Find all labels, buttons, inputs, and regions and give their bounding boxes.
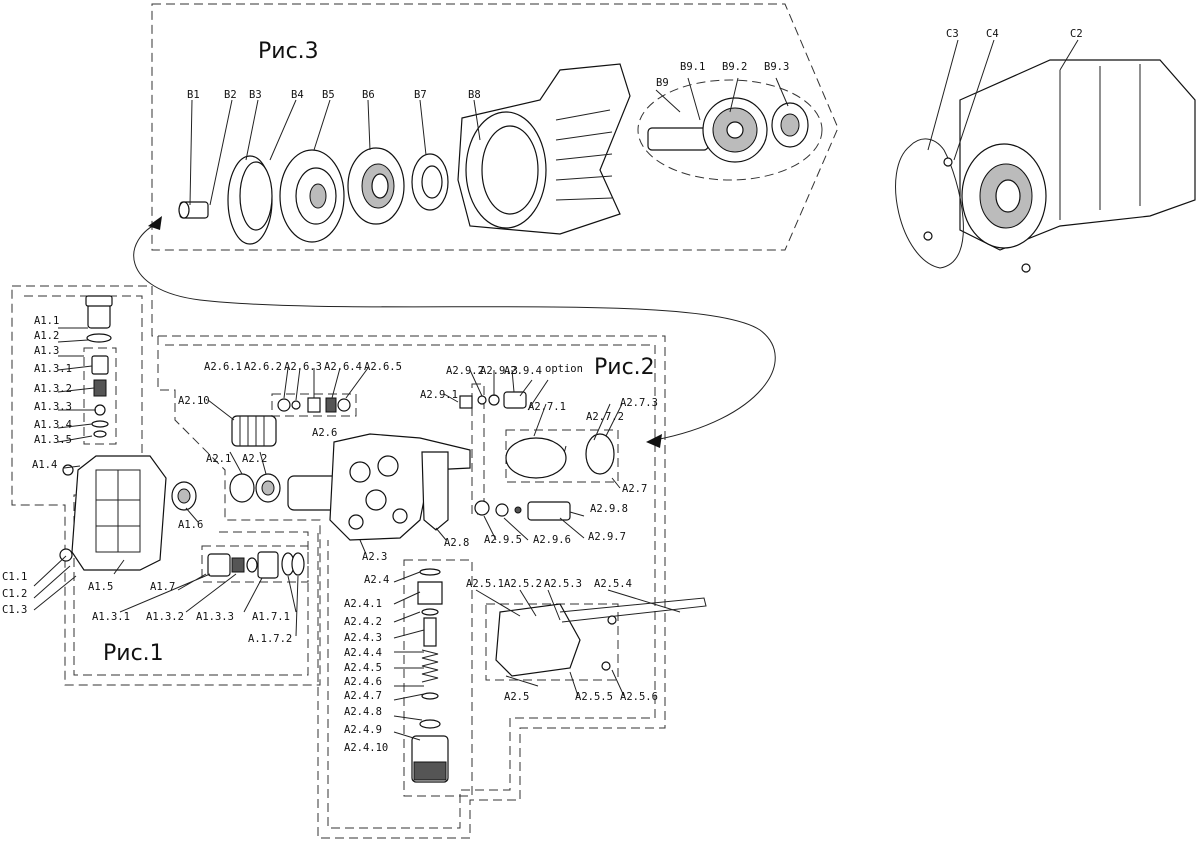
label-A2-3: A2.3: [362, 551, 387, 563]
label-A2-2: A2.2: [242, 453, 267, 465]
label-B3: B3: [249, 89, 262, 101]
fig1-title: Рис.1: [103, 641, 164, 666]
label-C1-3: C1.3: [2, 604, 27, 616]
fig1-parts: [59, 295, 309, 583]
label-B6: B6: [362, 89, 375, 101]
label-A2-6-2: A2.6.2: [244, 361, 282, 373]
label-A2-5-2: A2.5.2: [504, 578, 542, 590]
label-A2-9-8: A2.9.8: [590, 503, 628, 515]
label-A1-1: A1.1: [34, 315, 59, 327]
label-A2-7-1: A2.7.1: [528, 401, 566, 413]
label-A1-6: A1.6: [178, 519, 203, 531]
label-B5: B5: [322, 89, 335, 101]
label-A2-4-4: A2.4.4: [344, 647, 382, 659]
label-C3: C3: [946, 28, 959, 40]
connector-arrow: [133, 221, 776, 441]
label-A2-9-5: A2.9.5: [484, 534, 522, 546]
label-A2-6: A2.6: [312, 427, 337, 439]
label-A2-5: A2.5: [504, 691, 529, 703]
label-A2-7: A2.7: [622, 483, 647, 495]
leader-lines: [33, 39, 1079, 741]
label-A2-4-7: A2.4.7: [344, 690, 382, 702]
label-A2-5-6: A2.5.6: [620, 691, 658, 703]
label-A1-7: A1.7: [150, 581, 175, 593]
label-option: option: [545, 363, 583, 375]
label-A2-4-5: A2.4.5: [344, 662, 382, 674]
label-A2-1: A2.1: [206, 453, 231, 465]
label-B9-1: B9.1: [680, 61, 705, 73]
label-A1-3-3b: A1.3.3: [196, 611, 234, 623]
label-A2-9-4: A2.9.4: [504, 365, 542, 377]
label-A1-2: A1.2: [34, 330, 59, 342]
label-C1-2: C1.2: [2, 588, 27, 600]
label-C2: C2: [1070, 28, 1083, 40]
arrow-head-right: [646, 434, 662, 448]
label-A2-4-8: A2.4.8: [344, 706, 382, 718]
fig2-inner-boundary: [165, 344, 656, 829]
label-A1-3-2: A1.3.2: [34, 383, 72, 395]
label-A2-4: A2.4: [364, 574, 389, 586]
fig2-parts: [229, 383, 707, 797]
label-B9-3: B9.3: [764, 61, 789, 73]
label-A2-6-4: A2.6.4: [324, 361, 362, 373]
label-A1-3-1b: A1.3.1: [92, 611, 130, 623]
label-A2-5-5: A2.5.5: [575, 691, 613, 703]
label-A2-6-1: A2.6.1: [204, 361, 242, 373]
label-A2-10: A2.10: [178, 395, 210, 407]
label-B8: B8: [468, 89, 481, 101]
label-A2-4-6: A2.4.6: [344, 676, 382, 688]
label-B2: B2: [224, 89, 237, 101]
motor-assembly: [895, 59, 1196, 273]
label-A1-3: A1.3: [34, 345, 59, 357]
label-A2-9-1: A2.9.1: [420, 389, 458, 401]
label-A1-3-5: A1.3.5: [34, 434, 72, 446]
part-labels: B1 B2 B3 B4 B5 B6 B7 B8 B9 B9.1 B9.2 B9.…: [2, 28, 1083, 754]
label-A1-3-4: A1.3.4: [34, 419, 72, 431]
label-C4: C4: [986, 28, 999, 40]
label-A2-9-6: A2.9.6: [533, 534, 571, 546]
label-A1-7-1: A1.7.1: [252, 611, 290, 623]
label-A2-9-7: A2.9.7: [588, 531, 626, 543]
label-A2-4-3: A2.4.3: [344, 632, 382, 644]
label-B9: B9: [656, 77, 669, 89]
label-A1-4: A1.4: [32, 459, 57, 471]
label-A2-4-10: A2.4.10: [344, 742, 388, 754]
label-B4: B4: [291, 89, 304, 101]
label-A1-5: A1.5: [88, 581, 113, 593]
label-A2-7-2: A2.7.2: [586, 411, 624, 423]
label-B1: B1: [187, 89, 200, 101]
label-A1-3-3: A1.3.3: [34, 401, 72, 413]
label-A2-4-1: A2.4.1: [344, 598, 382, 610]
label-B9-2: B9.2: [722, 61, 747, 73]
fig2-boundary: [158, 335, 666, 839]
label-A1-7-2: A.1.7.2: [248, 633, 292, 645]
fig2-title: Рис.2: [594, 355, 655, 380]
label-A2-7-3: A2.7.3: [620, 397, 658, 409]
label-C1-1: C1.1: [2, 571, 27, 583]
label-A2-5-3: A2.5.3: [544, 578, 582, 590]
label-A2-9-3: A2.9.3: [480, 365, 518, 377]
label-A2-5-1: A2.5.1: [466, 578, 504, 590]
label-A1-3-1: A1.3.1: [34, 363, 72, 375]
label-A2-4-9: A2.4.9: [344, 724, 382, 736]
fig3-parts: [178, 63, 823, 245]
label-A2-8: A2.8: [444, 537, 469, 549]
label-A2-5-4: A2.5.4: [594, 578, 632, 590]
label-A2-9-2: A2.9.2: [446, 365, 484, 377]
label-A2-6-3: A2.6.3: [284, 361, 322, 373]
fig1-boundary: [11, 285, 321, 686]
label-A2-4-2: A2.4.2: [344, 616, 382, 628]
label-A2-6-5: A2.6.5: [364, 361, 402, 373]
fig3-title: Рис.3: [258, 39, 319, 64]
fig3-boundary: [151, 3, 839, 251]
arrow-head-top: [148, 216, 162, 230]
label-B7: B7: [414, 89, 427, 101]
label-A1-3-2b: A1.3.2: [146, 611, 184, 623]
